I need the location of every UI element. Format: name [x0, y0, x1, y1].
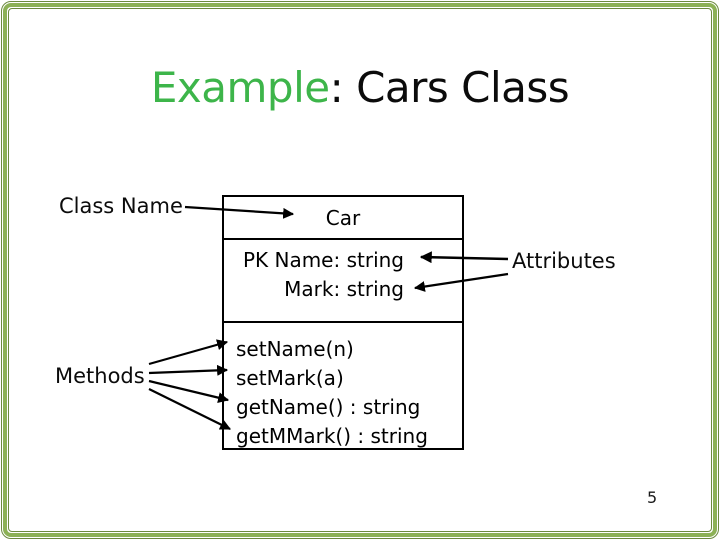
slide-title: Example: Cars Class [0, 62, 720, 114]
uml-class-name: Car [325, 205, 361, 230]
uml-class-name-compartment: Car [224, 197, 462, 238]
annotation-class-name: Class Name [59, 194, 183, 218]
page-number: 5 [647, 488, 658, 507]
annotation-methods: Methods [55, 364, 145, 388]
uml-method: setName(n) [236, 337, 354, 361]
uml-method: getMMark() : string [236, 424, 428, 448]
arrow-method-4 [148, 388, 231, 430]
arrow-method-2 [148, 364, 229, 376]
uml-attribute: PK Name: string [242, 248, 404, 272]
uml-method: setMark(a) [236, 366, 344, 390]
arrow-method-1 [148, 339, 229, 366]
title-highlight: Example [150, 63, 330, 112]
arrow-method-3 [148, 379, 230, 404]
uml-attribute: Mark: string [284, 277, 404, 301]
uml-methods-compartment: setName(n) setMark(a) getName() : string… [224, 321, 462, 451]
title-rest: : Cars Class [329, 63, 570, 112]
uml-class-box: Car PK Name: string Mark: string setName… [222, 195, 464, 450]
annotation-attributes: Attributes [512, 249, 616, 273]
uml-method: getName() : string [236, 395, 421, 419]
uml-attributes-compartment: PK Name: string Mark: string [224, 238, 462, 321]
